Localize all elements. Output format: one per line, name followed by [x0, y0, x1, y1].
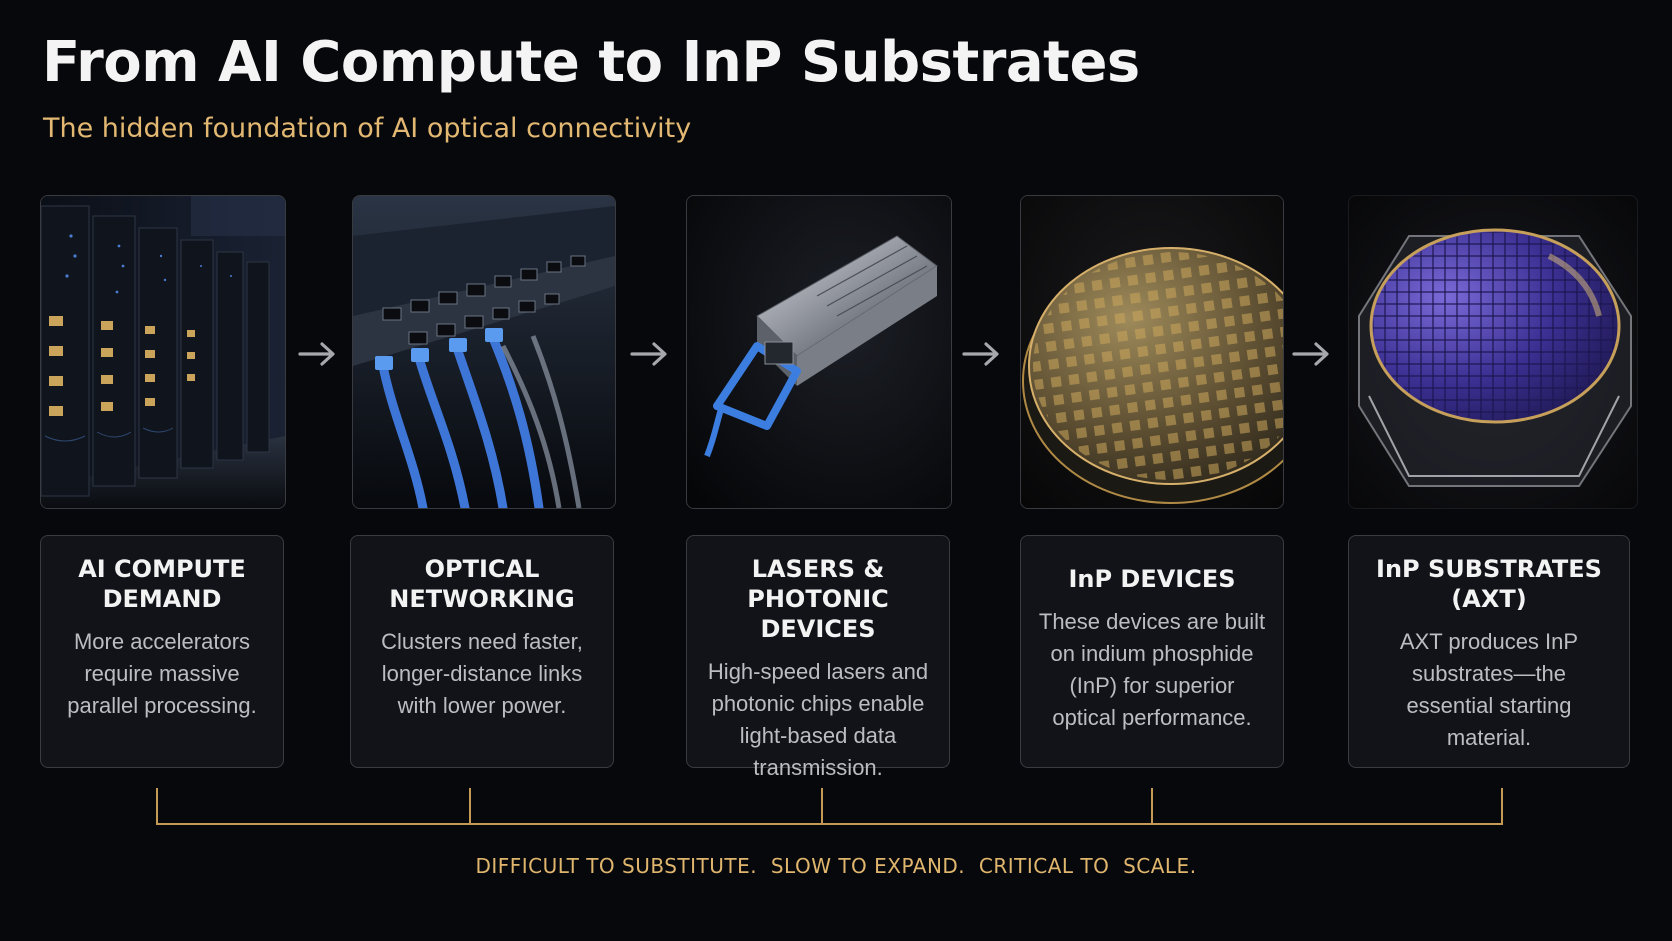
step-title: InP SUBSTRATES (AXT) [1376, 555, 1602, 613]
step-description: AXT produces InP substrates—the essentia… [1399, 629, 1579, 750]
bracket-connector [156, 788, 1503, 825]
optical-transceiver-image [686, 195, 952, 509]
page-title: From AI Compute to InP Substrates [42, 30, 1140, 95]
tagline: DIFFICULT TO SUBSTITUTE. SLOW TO EXPAND.… [475, 854, 1197, 878]
purple-wafer-image [1348, 195, 1638, 509]
step-card-ai-compute: AI COMPUTE DEMAND More accelerators requ… [40, 535, 284, 768]
step-description: Clusters need faster, longer-distance li… [381, 629, 583, 718]
step-card-inp-substrates: InP SUBSTRATES (AXT) AXT produces InP su… [1348, 535, 1630, 768]
step-title: OPTICAL NETWORKING [389, 555, 575, 613]
page-subtitle: The hidden foundation of AI optical conn… [43, 113, 692, 144]
step-title: LASERS & PHOTONIC DEVICES [747, 555, 889, 643]
arrow-right-icon [962, 339, 1002, 369]
step-description: More accelerators require massive parall… [67, 629, 257, 718]
gold-wafer-image [1020, 195, 1284, 509]
step-description: These devices are built on indium phosph… [1038, 608, 1266, 730]
network-switch-image [352, 195, 616, 509]
step-card-lasers-photonic: LASERS & PHOTONIC DEVICES High-speed las… [686, 535, 950, 780]
arrow-right-icon [1292, 339, 1332, 369]
arrow-right-icon [630, 339, 670, 369]
arrow-right-icon [298, 339, 338, 369]
step-description: High-speed lasers and photonic chips ena… [707, 659, 929, 780]
step-title: InP DEVICES [1068, 564, 1236, 593]
step-card-inp-devices: InP DEVICES These devices are built on i… [1020, 535, 1284, 768]
step-card-optical-networking: OPTICAL NETWORKING Clusters need faster,… [350, 535, 614, 768]
server-racks-image [40, 195, 286, 509]
step-title: AI COMPUTE DEMAND [78, 555, 246, 613]
